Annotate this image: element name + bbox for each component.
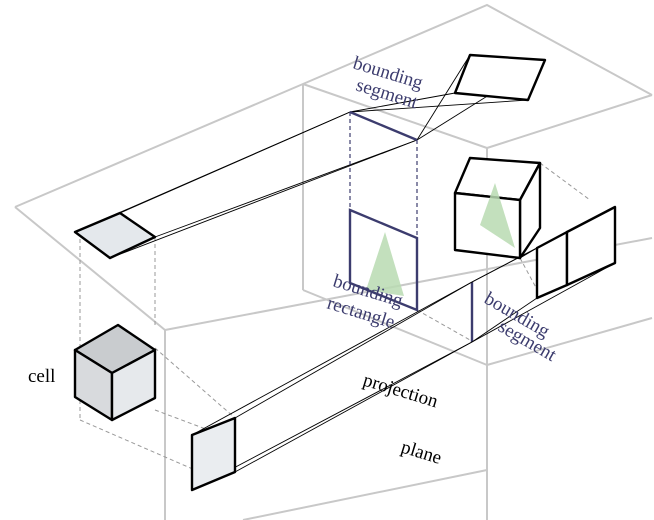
top-object-diamond bbox=[453, 53, 547, 102]
top-left-projection bbox=[73, 211, 157, 260]
bounding-rectangle-shape bbox=[348, 208, 419, 312]
label-projection-plane-2: plane bbox=[399, 437, 444, 469]
label-projection-plane-1: projection bbox=[361, 370, 441, 413]
bottom-left-projection bbox=[190, 416, 237, 492]
lower-projection-rays bbox=[191, 206, 616, 491]
cube-triangle bbox=[480, 183, 515, 248]
projected-triangle bbox=[366, 232, 404, 296]
volume-frame bbox=[14, 3, 653, 520]
object-cube bbox=[453, 156, 542, 260]
right-projection-boxes bbox=[519, 205, 617, 300]
label-cell: cell bbox=[28, 366, 55, 387]
cell-cube bbox=[73, 323, 157, 422]
top-bounding-segment bbox=[349, 110, 418, 142]
